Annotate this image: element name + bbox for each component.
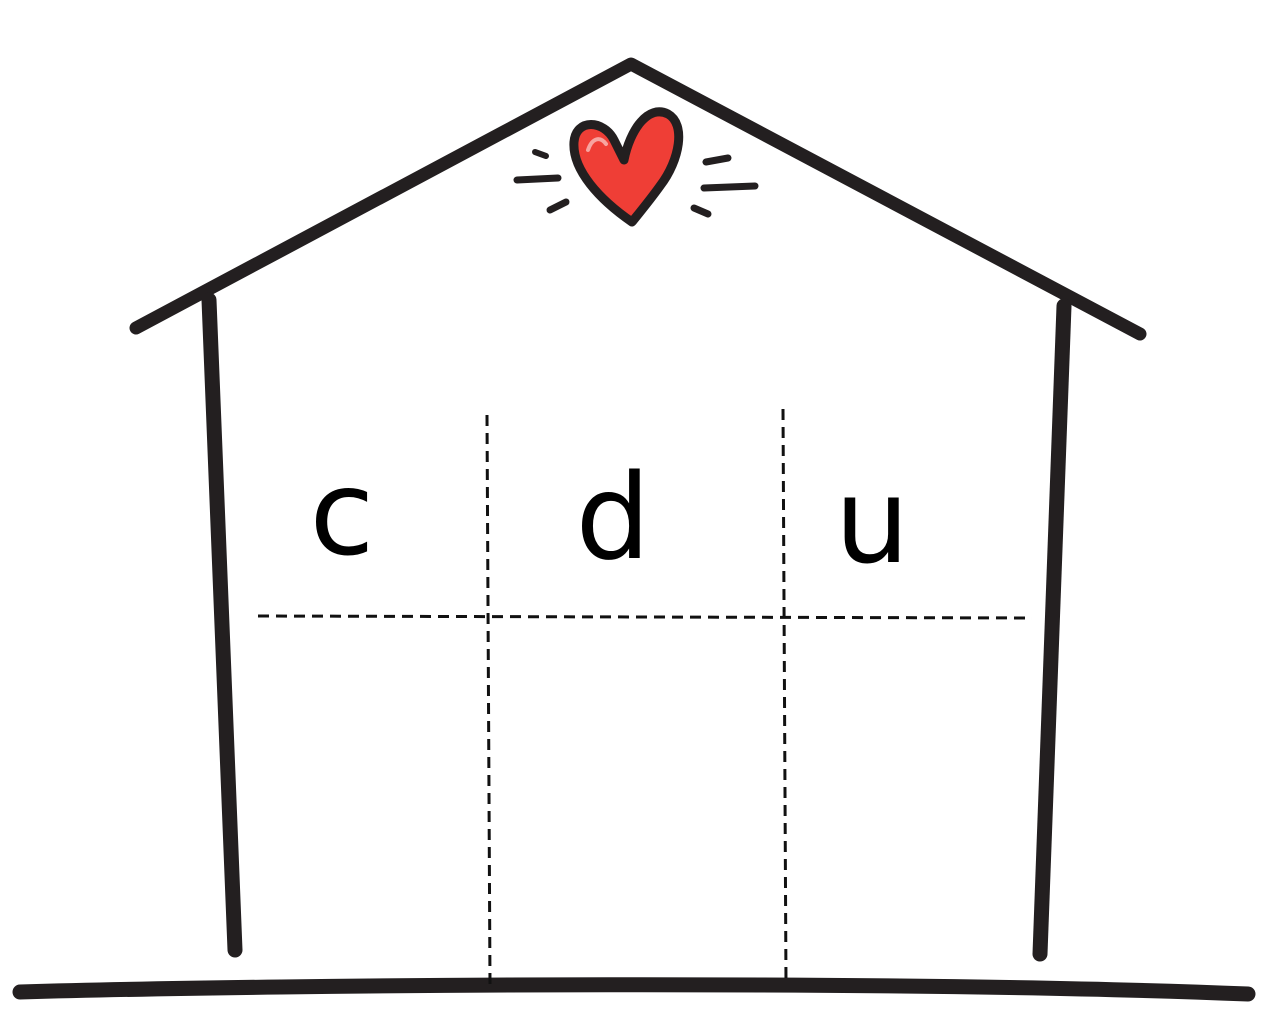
sparkle-right-bottom <box>690 204 712 218</box>
column-heading-centenas: c <box>310 444 375 582</box>
sparkle-left-bottom <box>546 198 570 214</box>
column-heading-unidades: u <box>835 452 910 590</box>
left-wall <box>201 292 243 958</box>
column-heading-decenas: d <box>576 448 651 586</box>
sparkle-right-middle <box>700 182 759 192</box>
heart-shape <box>569 107 684 227</box>
heart-highlight <box>586 137 608 152</box>
header-divider <box>257 614 1033 620</box>
ground-line <box>12 977 1256 1002</box>
sparkle-left-middle <box>513 174 562 184</box>
column-divider-2 <box>781 408 788 985</box>
sparkle-right-top <box>702 154 732 166</box>
heart-icon <box>513 107 759 227</box>
right-wall <box>1032 298 1072 962</box>
house-roof <box>129 57 1147 341</box>
column-divider-1 <box>485 414 492 985</box>
sparkle-left-top <box>532 149 549 159</box>
